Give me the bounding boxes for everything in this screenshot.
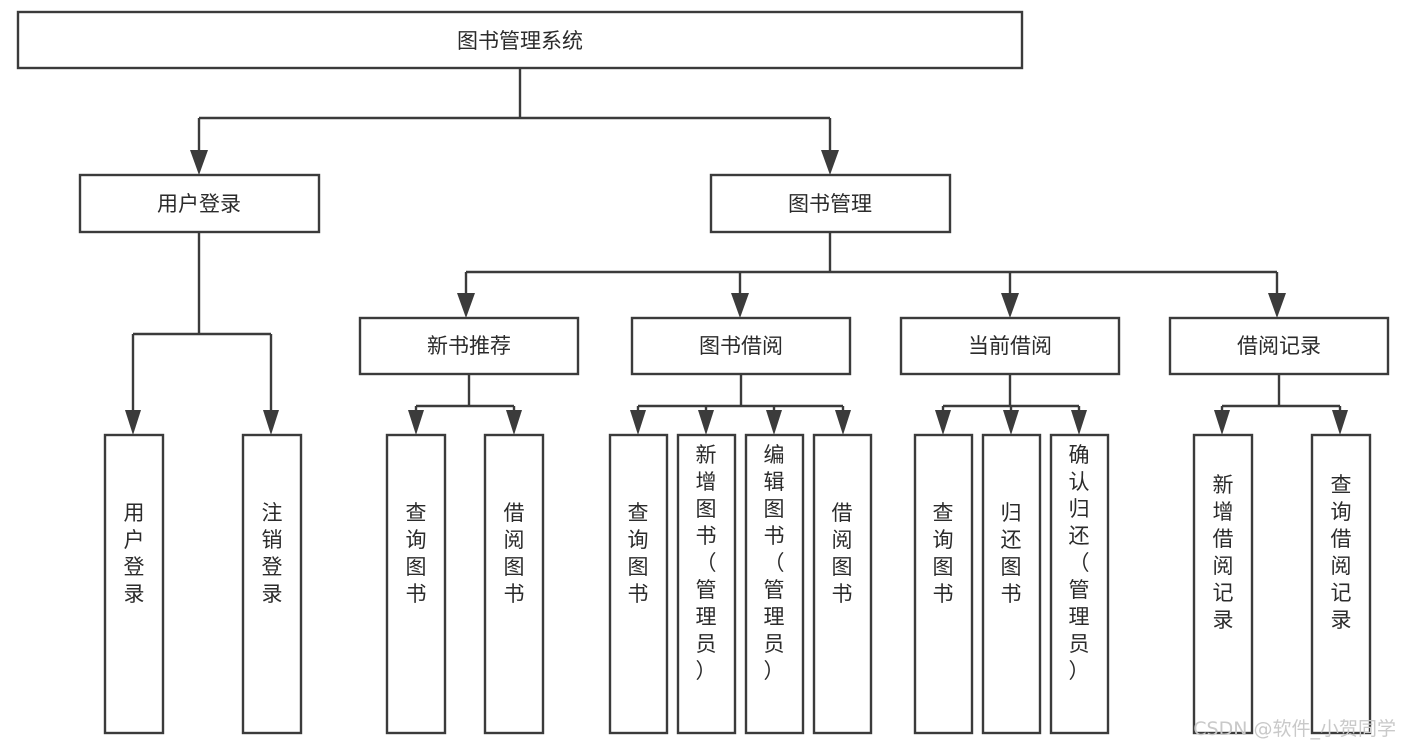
leaf-query-book-3[interactable]: 查询图书: [913, 433, 974, 735]
leaf-query-book-1[interactable]: 查询图书: [385, 433, 447, 735]
node-current-borrow-box[interactable]: [899, 316, 1121, 376]
leaf-confirm-return-label: 确认归还（管理员）: [1069, 443, 1090, 683]
leaf-borrow-book-2[interactable]: 借阅图书: [812, 433, 873, 735]
node-root-label: 图书管理系统: [457, 29, 583, 53]
node-book-borrow-box[interactable]: [630, 316, 852, 376]
leaf-query-book-2-label: 查询图书: [628, 501, 649, 606]
leaf-borrow-book-1-box[interactable]: [483, 433, 545, 735]
node-borrow-record-label: 借阅记录: [1237, 334, 1321, 358]
arrow-head-leaf-borrow-book-2: [835, 410, 851, 435]
node-root[interactable]: 图书管理系统: [16, 10, 1024, 70]
leaf-user-login[interactable]: 用户登录: [103, 433, 165, 735]
node-borrow-record[interactable]: 借阅记录: [1168, 316, 1390, 376]
arrow-head-leaf-return-book: [1003, 410, 1019, 435]
arrow-head-borrow-record: [1268, 293, 1286, 318]
leaf-user-login-box[interactable]: [103, 433, 165, 735]
node-new-book-rec-box[interactable]: [358, 316, 580, 376]
leaf-borrow-book-2-label: 借阅图书: [832, 501, 853, 606]
arrow-head-leaf-query-book-2: [630, 410, 646, 435]
node-book-borrow[interactable]: 图书借阅: [630, 316, 852, 376]
leaf-borrow-book-1-label: 借阅图书: [504, 501, 525, 606]
arrow-head-user-login: [190, 150, 208, 175]
leaf-query-record[interactable]: 查询借阅记录: [1310, 433, 1372, 735]
node-book-manage-label: 图书管理: [788, 192, 872, 216]
node-user-login[interactable]: 用户登录: [78, 173, 321, 234]
arrow-head-leaf-add-record: [1214, 410, 1230, 435]
arrow-head-leaf-query-record: [1332, 410, 1348, 435]
node-book-manage-box[interactable]: [709, 173, 952, 234]
leaf-query-book-2-box[interactable]: [608, 433, 669, 735]
node-book-manage[interactable]: 图书管理: [709, 173, 952, 234]
arrow-head-leaf-add-book: [698, 410, 714, 435]
connector-layer: [125, 68, 1348, 435]
leaf-add-record-label: 新增借阅记录: [1213, 473, 1234, 632]
node-current-borrow-label: 当前借阅: [968, 334, 1052, 358]
node-borrow-record-box[interactable]: [1168, 316, 1390, 376]
arrow-head-leaf-confirm-return: [1071, 410, 1087, 435]
node-user-login-box[interactable]: [78, 173, 321, 234]
leaf-query-book-3-box[interactable]: [913, 433, 974, 735]
leaf-edit-book[interactable]: 编辑图书（管理员）: [744, 433, 805, 735]
arrow-head-current-borrow: [1001, 293, 1019, 318]
leaf-query-book-1-box[interactable]: [385, 433, 447, 735]
leaf-borrow-book-2-box[interactable]: [812, 433, 873, 735]
leaf-query-book-2[interactable]: 查询图书: [608, 433, 669, 735]
arrow-head-new-book-rec: [457, 293, 475, 318]
leaf-borrow-book-1[interactable]: 借阅图书: [483, 433, 545, 735]
leaf-user-login-label: 用户登录: [124, 501, 145, 606]
arrow-head-leaf-query-book-1: [408, 410, 424, 435]
arrow-head-book-borrow: [731, 293, 749, 318]
leaf-add-record[interactable]: 新增借阅记录: [1192, 433, 1254, 735]
arrow-head-book-manage: [821, 150, 839, 175]
leaf-add-record-box[interactable]: [1192, 433, 1254, 735]
csdn-watermark: CSDN @软件_小贺同学: [1193, 718, 1396, 740]
arrow-head-leaf-user-login: [125, 410, 141, 435]
node-root-box[interactable]: [16, 10, 1024, 70]
leaf-confirm-return-box[interactable]: [1049, 433, 1110, 735]
leaf-edit-book-label: 编辑图书（管理员）: [764, 443, 785, 683]
node-current-borrow[interactable]: 当前借阅: [899, 316, 1121, 376]
leaf-query-record-label: 查询借阅记录: [1331, 473, 1352, 632]
leaf-return-book[interactable]: 归还图书: [981, 433, 1042, 735]
leaf-confirm-return[interactable]: 确认归还（管理员）: [1049, 433, 1110, 735]
leaf-user-logout-label: 注销登录: [262, 501, 283, 606]
leaf-return-book-box[interactable]: [981, 433, 1042, 735]
leaf-add-book-label: 新增图书（管理员）: [696, 443, 717, 683]
leaf-query-book-3-label: 查询图书: [933, 501, 954, 606]
leaf-query-book-1-label: 查询图书: [406, 501, 427, 606]
arrow-head-leaf-edit-book: [766, 410, 782, 435]
leaf-add-book[interactable]: 新增图书（管理员）: [676, 433, 737, 735]
leaf-user-logout[interactable]: 注销登录: [241, 433, 303, 735]
leaf-add-book-box[interactable]: [676, 433, 737, 735]
leaf-query-record-box[interactable]: [1310, 433, 1372, 735]
arrow-head-leaf-query-book-3: [935, 410, 951, 435]
node-book-borrow-label: 图书借阅: [699, 334, 783, 358]
leaf-return-book-label: 归还图书: [1001, 501, 1022, 606]
leaf-user-logout-box[interactable]: [241, 433, 303, 735]
arrow-head-leaf-borrow-book-1: [506, 410, 522, 435]
node-new-book-rec-label: 新书推荐: [427, 334, 511, 358]
leaf-edit-book-box[interactable]: [744, 433, 805, 735]
node-new-book-rec[interactable]: 新书推荐: [358, 316, 580, 376]
node-user-login-label: 用户登录: [157, 192, 241, 216]
arrow-head-leaf-user-logout: [263, 410, 279, 435]
